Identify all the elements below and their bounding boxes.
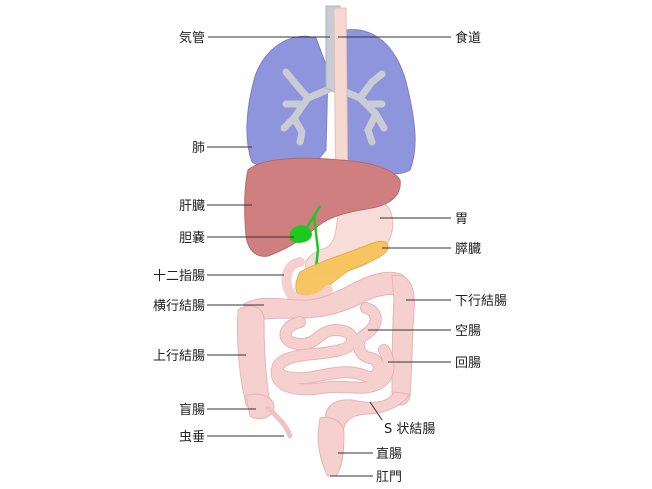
label-descending-colon: 下行結腸 bbox=[455, 294, 507, 309]
label-jejunum: 空腸 bbox=[455, 324, 481, 339]
small-intestine bbox=[270, 302, 395, 396]
label-appendix: 虫垂 bbox=[179, 430, 205, 445]
leader-lines bbox=[207, 36, 451, 477]
label-trachea: 気管 bbox=[179, 30, 205, 46]
label-sigmoid-colon: S 状結腸 bbox=[384, 422, 435, 437]
label-esophagus: 食道 bbox=[455, 30, 481, 46]
appendix bbox=[265, 405, 293, 439]
labels: 気管 食道 肺 肝臓 胃 胆嚢 膵臓 十二指腸 横行結腸 下行結腸 空腸 上行結… bbox=[153, 30, 507, 485]
bronchial-tree bbox=[280, 68, 388, 146]
label-duodenum: 十二指腸 bbox=[153, 269, 205, 284]
label-liver: 肝臓 bbox=[179, 199, 205, 214]
label-ascending-colon: 上行結腸 bbox=[153, 349, 205, 364]
label-cecum: 盲腸 bbox=[179, 402, 205, 418]
label-lung: 肺 bbox=[192, 141, 205, 156]
label-stomach: 胃 bbox=[455, 212, 468, 227]
gallbladder bbox=[290, 205, 322, 269]
label-ileum: 回腸 bbox=[455, 356, 481, 371]
rectum bbox=[317, 417, 345, 477]
label-gallbladder: 胆嚢 bbox=[179, 230, 205, 246]
descending-colon bbox=[391, 274, 415, 406]
label-transverse-colon: 横行結腸 bbox=[153, 299, 205, 314]
duodenum bbox=[281, 257, 333, 306]
large-intestine bbox=[236, 271, 415, 477]
cecum bbox=[245, 393, 275, 420]
label-anus: 肛門 bbox=[376, 470, 402, 485]
liver bbox=[244, 157, 401, 257]
label-pancreas: 膵臓 bbox=[455, 242, 481, 257]
label-rectum: 直腸 bbox=[376, 447, 402, 462]
